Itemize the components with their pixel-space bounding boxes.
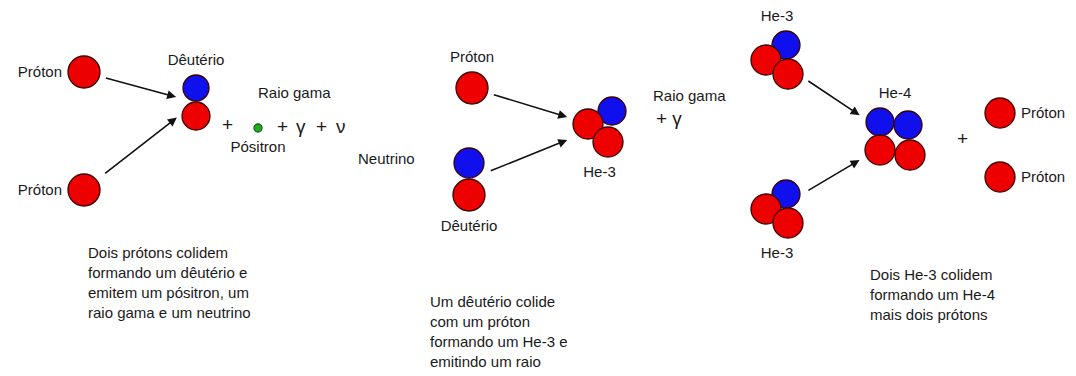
particle-label: He-4 xyxy=(879,84,912,102)
arrow-head xyxy=(850,160,860,168)
particle-circles xyxy=(571,95,628,159)
arrow-line xyxy=(491,143,561,171)
particle-circles xyxy=(454,70,490,106)
particle xyxy=(865,135,895,165)
arrow-head xyxy=(166,90,176,99)
particle-node: He-3 xyxy=(749,178,805,240)
arrow-line xyxy=(105,122,171,174)
arrow-head xyxy=(850,107,860,116)
equation-symbol: + γ xyxy=(656,108,682,130)
particle xyxy=(773,208,803,238)
particle-circles xyxy=(983,96,1017,130)
particle xyxy=(895,140,925,170)
particle-label: He-3 xyxy=(583,163,616,181)
particle xyxy=(454,148,484,178)
reaction-arrow xyxy=(106,78,176,99)
particle-node: He-3 xyxy=(749,29,805,91)
particle-label: Raio gama xyxy=(653,87,726,105)
particle-node: Dêutério xyxy=(451,146,487,213)
particle-node: Pósitron xyxy=(252,122,264,134)
particle-node: Próton xyxy=(454,70,490,106)
particle xyxy=(254,124,262,132)
arrow-head xyxy=(167,117,177,126)
particle-label: Dêutério xyxy=(168,51,225,69)
particle-label: Raio gama xyxy=(258,84,331,102)
particle xyxy=(593,127,623,157)
particle-circles xyxy=(749,29,805,91)
particle-node: Dêutério xyxy=(180,73,212,132)
particle-label: Próton xyxy=(18,181,62,199)
particle xyxy=(453,179,485,211)
particle-node: He-4 xyxy=(863,106,927,172)
particle-circles xyxy=(749,178,805,240)
particle xyxy=(68,174,100,206)
arrow-line xyxy=(494,95,561,115)
particle-label: Próton xyxy=(450,48,494,66)
particle-circles xyxy=(252,122,264,134)
particle-circles xyxy=(983,160,1017,194)
reaction-arrow xyxy=(105,117,177,173)
particle-circles xyxy=(66,172,102,208)
particle xyxy=(985,162,1015,192)
reaction-arrow xyxy=(808,81,859,115)
equation-symbol: + xyxy=(277,116,288,138)
particle xyxy=(894,111,922,139)
particle xyxy=(773,59,803,89)
particle-circles xyxy=(863,106,927,172)
caption-note: Um dêutério colide com um próton formand… xyxy=(430,292,570,372)
particle-node: Próton xyxy=(66,172,102,208)
particle-circles xyxy=(451,146,487,213)
equation-symbol: + xyxy=(222,114,233,136)
particle-label: He-3 xyxy=(761,7,794,25)
equation-symbol: + xyxy=(316,116,327,138)
particle-node: Próton xyxy=(983,160,1017,194)
reaction-arrow xyxy=(494,95,567,119)
particle-circles xyxy=(66,54,102,90)
particle xyxy=(183,75,209,101)
arrow-head xyxy=(557,139,567,147)
particle-node: He-3 xyxy=(571,95,628,159)
particle-label: Próton xyxy=(1021,104,1065,122)
equation-symbol: γ xyxy=(296,116,306,138)
equation-symbol: ν xyxy=(336,116,346,138)
caption-note: Dois prótons colidem formando um dêutéri… xyxy=(88,243,263,323)
particle-label: Neutrino xyxy=(358,150,415,168)
arrow-line xyxy=(106,78,170,95)
caption-note: Dois He-3 colidem formando um He-4 mais … xyxy=(870,265,1010,325)
particle xyxy=(182,102,210,130)
particle-label: Pósitron xyxy=(230,138,285,156)
arrow-head xyxy=(557,110,567,119)
particle xyxy=(456,72,488,104)
particle-label: He-3 xyxy=(761,244,794,262)
particle-label: Dêutério xyxy=(441,217,498,235)
particle-label: Próton xyxy=(1021,168,1065,186)
arrow-line xyxy=(808,81,854,111)
reaction-arrow xyxy=(808,160,859,190)
particle xyxy=(866,108,894,136)
particle-circles xyxy=(180,73,212,132)
particle xyxy=(985,98,1015,128)
reaction-arrow xyxy=(491,139,568,171)
particle-node: Próton xyxy=(983,96,1017,130)
particle-label: Próton xyxy=(18,63,62,81)
particle xyxy=(68,56,100,88)
particle-node: Próton xyxy=(66,54,102,90)
arrow-line xyxy=(808,164,853,191)
equation-symbol: + xyxy=(957,128,968,150)
